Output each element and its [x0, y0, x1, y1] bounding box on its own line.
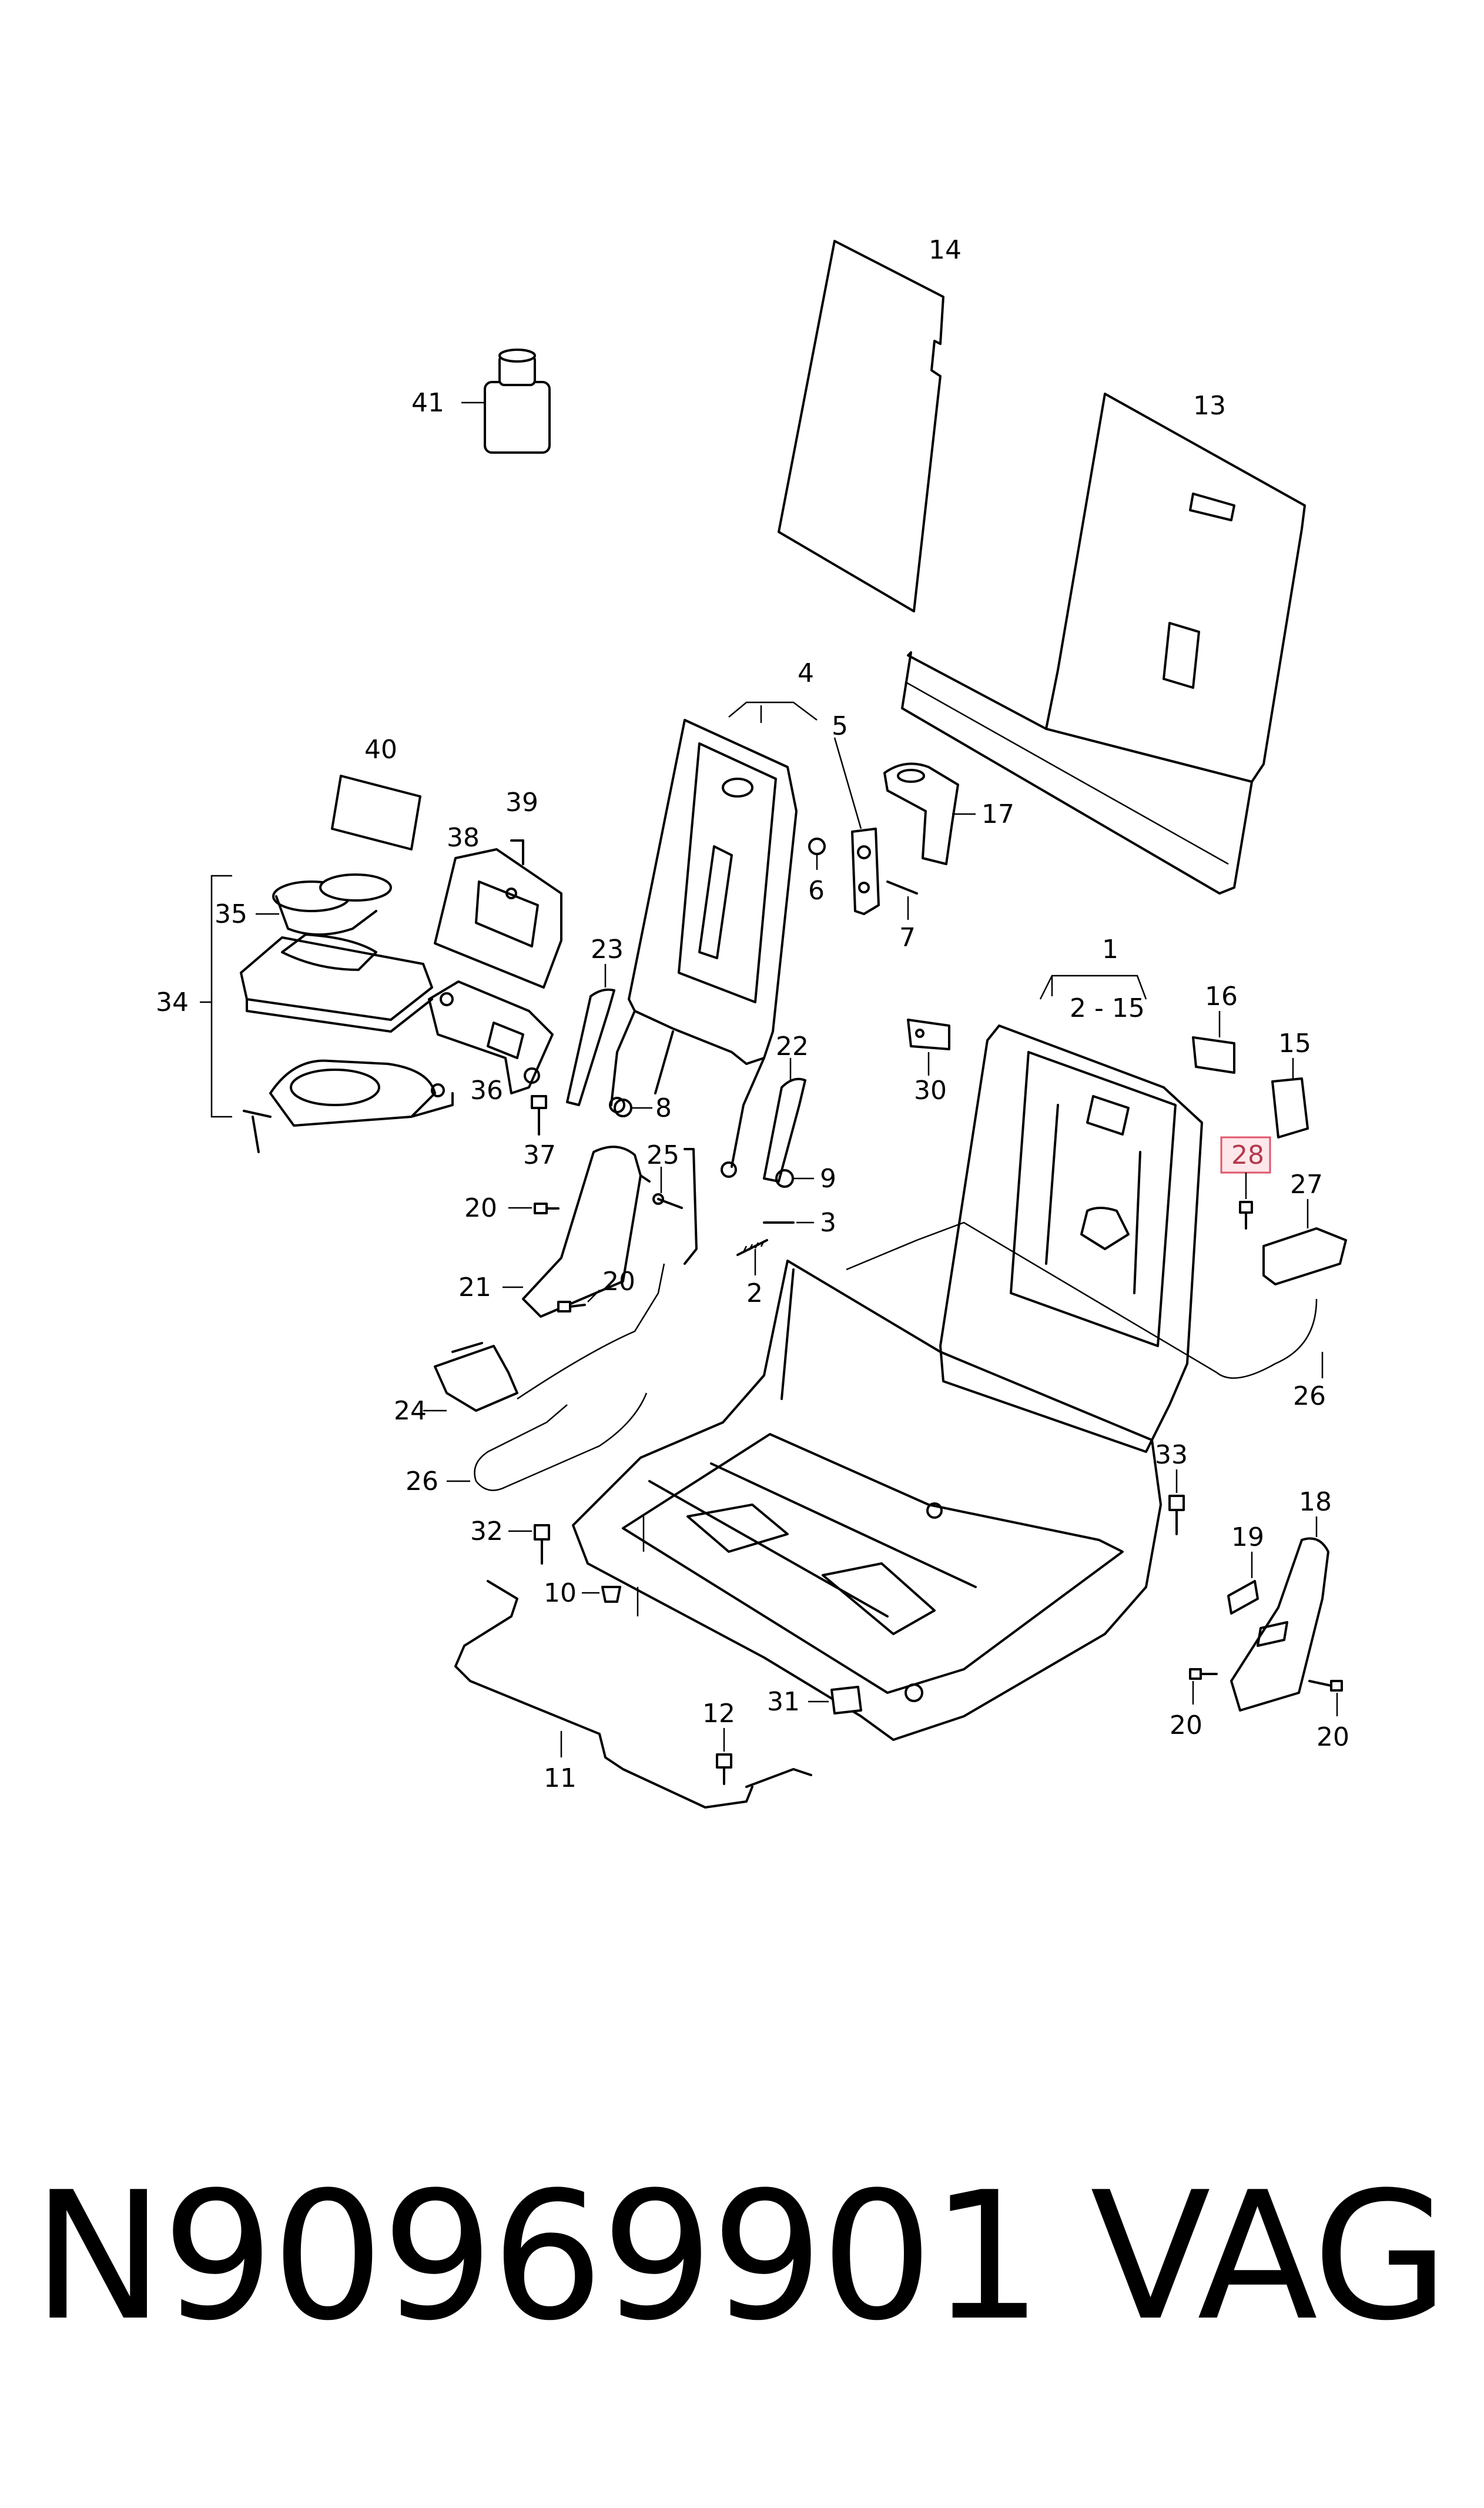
part-35-cupholder-insert — [256, 873, 392, 936]
part-10-clip — [582, 1586, 621, 1603]
part-18-side-cover — [1230, 1516, 1329, 1712]
label-15: 15 — [1278, 1029, 1311, 1059]
part-34-cupholder-assembly — [200, 875, 433, 1118]
label-24: 24 — [394, 1396, 427, 1426]
part-21-side-cover — [503, 1146, 651, 1318]
part-13-rear-panel — [901, 393, 1306, 895]
label-6: 6 — [808, 876, 825, 906]
part-37-screw — [531, 1095, 547, 1136]
label-5: 5 — [832, 711, 848, 741]
label-37: 37 — [523, 1140, 556, 1170]
part-15-switch — [1271, 1058, 1309, 1139]
label-41: 41 — [411, 388, 444, 418]
label-30: 30 — [914, 1076, 947, 1106]
label-23: 23 — [591, 935, 624, 965]
label-39: 39 — [505, 788, 538, 818]
part-40-insert-card — [331, 775, 421, 850]
part-20-screw-lower — [557, 1290, 600, 1312]
part-20-screw-right-a — [1189, 1668, 1218, 1705]
part-34-cupholder-frame — [243, 1059, 454, 1153]
label-21: 21 — [458, 1273, 491, 1302]
label-26-right: 26 — [1293, 1381, 1326, 1411]
label-20-lower: 20 — [602, 1267, 635, 1297]
label-13: 13 — [1193, 391, 1226, 421]
part-31-cap — [808, 1686, 862, 1715]
part-25-release-lever — [652, 1148, 698, 1265]
part-23-trim — [566, 964, 615, 1106]
label-20-right-b: 20 — [1316, 1722, 1349, 1752]
label-27: 27 — [1290, 1170, 1323, 1200]
part-20-screw-upper — [508, 1203, 560, 1214]
part-4-backrest-frame — [609, 701, 818, 1178]
label-35: 35 — [215, 899, 247, 929]
label-31: 31 — [767, 1687, 800, 1717]
part-labels: 14 13 41 40 39 38 35 34 36 37 4 5 6 7 17… — [156, 235, 1349, 1793]
part-33-bolt — [1168, 1469, 1185, 1535]
part-20-screw-right-b — [1308, 1680, 1343, 1716]
label-3: 3 — [820, 1208, 836, 1238]
label-4: 4 — [798, 658, 814, 688]
part-1-backrest-frame — [939, 975, 1203, 1453]
part-8-nut — [614, 1099, 652, 1117]
part-41-bottle — [461, 349, 551, 454]
part-30-clip — [907, 1019, 950, 1076]
label-33: 33 — [1155, 1440, 1188, 1470]
label-1: 1 — [1102, 935, 1118, 965]
part-5-latch — [833, 737, 880, 915]
part-26-cable-right — [846, 1221, 1324, 1379]
part-36-hinge-bracket — [428, 980, 554, 1094]
label-18: 18 — [1299, 1487, 1332, 1517]
label-2-15: 2 - 15 — [1070, 993, 1145, 1023]
label-2: 2 — [746, 1278, 763, 1308]
part-27-handle — [1262, 1199, 1347, 1285]
label-20-right-a: 20 — [1170, 1710, 1202, 1740]
label-28: 28 — [1231, 1140, 1264, 1170]
label-36: 36 — [470, 1076, 503, 1106]
part-38-mounting-bracket — [434, 848, 562, 989]
part-32-bolt — [508, 1524, 550, 1565]
label-32: 32 — [470, 1516, 503, 1546]
part-7-screw — [886, 880, 918, 920]
label-16: 16 — [1205, 982, 1238, 1012]
part-24-bracket — [423, 1342, 518, 1412]
label-26-left: 26 — [406, 1466, 438, 1496]
part-26-cable-left — [447, 1263, 665, 1491]
label-7: 7 — [899, 923, 916, 953]
part-2-spring — [736, 1239, 768, 1275]
label-25: 25 — [646, 1140, 679, 1170]
part-16-switch — [1192, 1011, 1235, 1074]
label-9: 9 — [820, 1164, 836, 1194]
label-17: 17 — [981, 799, 1014, 829]
label-34: 34 — [156, 987, 189, 1017]
part-number: N90969901 — [32, 2154, 1043, 2359]
part-6-nut — [808, 838, 826, 870]
part-28-screw — [1220, 1136, 1271, 1230]
part-9-clip — [775, 1169, 814, 1188]
part-12-screw — [716, 1728, 732, 1785]
label-8: 8 — [655, 1093, 672, 1123]
label-38: 38 — [447, 823, 480, 853]
part-14-backrest-panel — [778, 240, 944, 612]
seat-base-frame — [572, 1260, 1162, 1741]
brand-name: VAG — [1090, 2154, 1449, 2359]
label-19: 19 — [1231, 1522, 1264, 1552]
label-11: 11 — [544, 1763, 577, 1793]
label-22: 22 — [776, 1032, 809, 1062]
part-19-clip — [1227, 1552, 1259, 1615]
part-11-rod — [454, 1580, 812, 1809]
part-22-trim — [763, 1058, 806, 1183]
label-14: 14 — [929, 235, 962, 265]
part-39-screw — [510, 839, 524, 865]
label-10: 10 — [544, 1578, 577, 1608]
label-12: 12 — [702, 1699, 735, 1729]
label-20-upper: 20 — [464, 1193, 497, 1223]
exploded-parts-diagram: 14 13 41 40 39 38 35 34 36 37 4 5 6 7 17… — [156, 235, 1349, 1809]
label-40: 40 — [364, 735, 397, 765]
part-17-hook — [883, 762, 976, 865]
